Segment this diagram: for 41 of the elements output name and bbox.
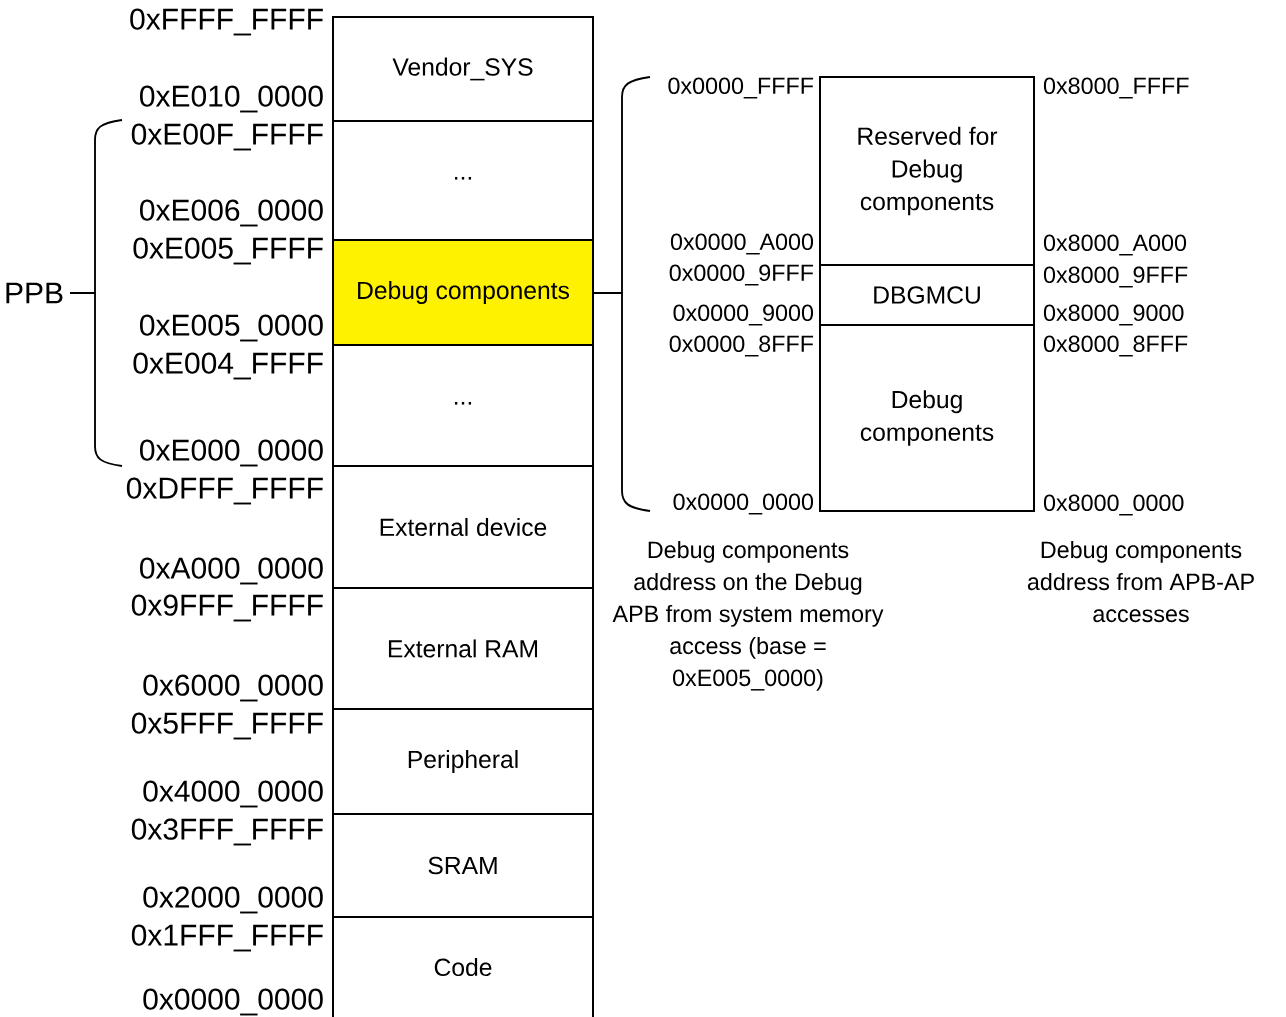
address-label: 0xE004_FFFF [133, 352, 323, 380]
address-label: 0xDFFF_FFFF [126, 477, 323, 505]
caption: Debug components address on the Debug APB from system memory access (base = 0xE005_0000) [612, 541, 884, 691]
caption: Debug components address from APB-AP accesses [1027, 541, 1254, 623]
highlighted-region-box: Debug components [332, 239, 594, 346]
address-label: 0x0000_9000 [673, 304, 814, 326]
address-label: 0x2000_0000 [143, 886, 323, 914]
address-label: 0xE005_FFFF [133, 237, 323, 265]
memory-region-box: External device [332, 465, 594, 589]
address-label: 0x5FFF_FFFF [131, 712, 323, 740]
address-label: 0x8000_8FFF [1043, 335, 1188, 357]
memory-region-box: ... [332, 344, 594, 467]
bracket-label: PPB [6, 282, 63, 304]
address-label: 0x8000_0000 [1043, 494, 1184, 516]
address-label: 0x8000_A000 [1043, 234, 1187, 256]
address-label: 0x8000_9FFF [1043, 266, 1188, 288]
memory-region-box: Vendor_SYS [332, 16, 594, 122]
address-label: 0x3FFF_FFFF [131, 818, 323, 846]
memory-region-box: External RAM [332, 587, 594, 710]
memory-region-box: Debug components [819, 324, 1035, 512]
memory-region-box: Reserved for Debug components [819, 76, 1035, 266]
memory-region-box: Peripheral [332, 708, 594, 815]
address-label: 0x6000_0000 [143, 674, 323, 702]
address-label: 0xE00F_FFFF [131, 123, 323, 151]
address-label: 0xFFFF_FFFF [130, 8, 323, 36]
address-label: 0x8000_9000 [1043, 304, 1184, 326]
address-label: 0xA000_0000 [140, 557, 323, 585]
address-label: 0x0000_8FFF [669, 335, 814, 357]
address-label: 0x9FFF_FFFF [131, 594, 323, 622]
address-label: 0x1FFF_FFFF [131, 924, 323, 952]
memory-region-box: DBGMCU [819, 264, 1035, 326]
address-label: 0xE005_0000 [140, 314, 323, 342]
address-label: 0x0000_9FFF [669, 264, 814, 286]
address-label: 0xE010_0000 [140, 85, 323, 113]
address-label: 0xE000_0000 [140, 439, 323, 467]
address-label: 0x4000_0000 [143, 780, 323, 808]
address-label: 0xE006_0000 [140, 199, 323, 227]
memory-region-box: SRAM [332, 813, 594, 918]
memory-region-box: Code [332, 916, 594, 1017]
address-label: 0x0000_0000 [143, 988, 323, 1016]
address-label: 0x0000_A000 [670, 233, 814, 255]
